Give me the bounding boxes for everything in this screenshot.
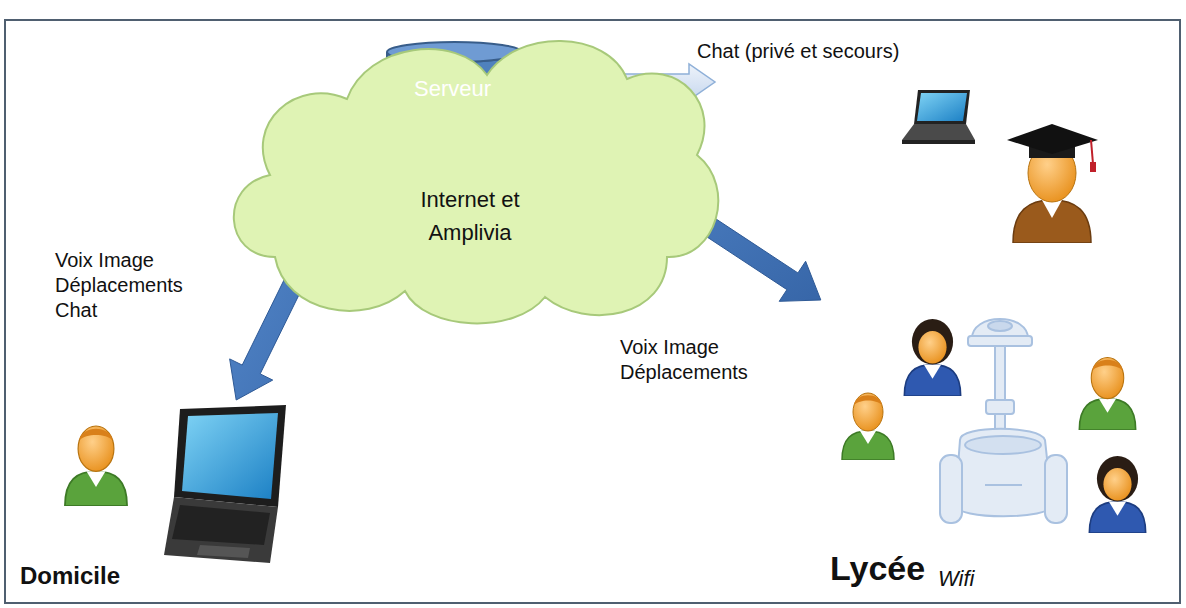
frame [5, 20, 1180, 603]
cloud-region: ServeurInternet et Amplivia [215, 25, 725, 335]
node-subtitle: Wifi [938, 566, 974, 592]
cloud-outline [234, 41, 718, 323]
school-site: Lycée Wifi [810, 300, 1170, 596]
node-title: Domicile [20, 562, 120, 591]
home-site: Domicile [15, 400, 295, 600]
edge-label: Voix Image Déplacements Chat [55, 248, 183, 323]
home-figure [65, 405, 286, 563]
teacher-figure [902, 90, 1098, 243]
node-title: Internet et Amplivia [420, 183, 520, 249]
node-title: Serveur [385, 76, 520, 102]
cloud-shape [215, 25, 725, 335]
school-people [842, 319, 1146, 533]
node-title: Lycée [830, 548, 925, 589]
edge-label: Voix Image Déplacements [620, 335, 748, 385]
link-label: Chat (privé et secours) [697, 40, 899, 63]
robot [940, 319, 1067, 523]
